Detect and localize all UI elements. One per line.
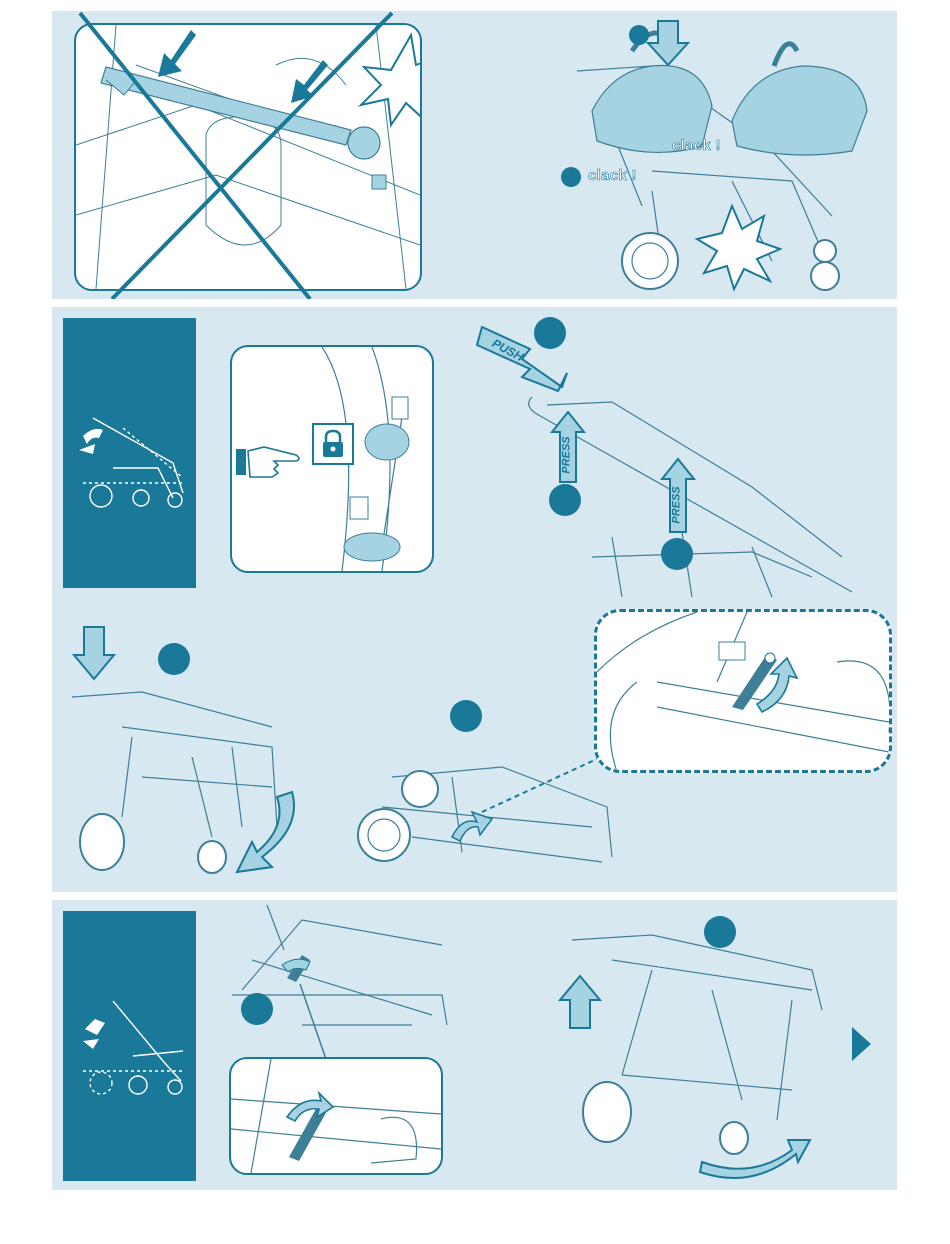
lock-detail-inset (230, 345, 434, 573)
pointing-hand-icon (234, 441, 304, 483)
panel-folding: PUSH PRESS PRESS (52, 307, 897, 892)
unfold-section-tab (63, 911, 196, 1181)
step-5-marker (450, 700, 482, 732)
press-label-2: PRESS (671, 486, 683, 523)
push-label: PUSH (490, 336, 526, 364)
step-4-marker (158, 643, 190, 675)
step-2-marker (549, 484, 581, 516)
lever-detail-illustration (597, 612, 889, 770)
lock-icon (312, 423, 354, 465)
lever-detail-inset (594, 609, 892, 773)
step-1-marker (629, 25, 649, 45)
step-2-marker (704, 916, 736, 948)
unfold-lever-detail-illustration (231, 1059, 441, 1173)
step-1-marker (534, 317, 566, 349)
clack-sound-label-left: clack ! (588, 167, 637, 184)
step-1-marker (241, 993, 273, 1025)
crossed-out-mark (52, 11, 452, 299)
unfold-stroller-icon (63, 911, 196, 1181)
fold-stroller-icon (63, 318, 196, 588)
fold-section-tab (63, 318, 196, 588)
next-page-triangle-icon[interactable] (852, 1027, 871, 1061)
press-label-1: PRESS (561, 436, 573, 473)
step-3-marker (661, 538, 693, 570)
step-2-marker (561, 167, 581, 187)
unfold-lever-detail-inset (229, 1057, 443, 1175)
clack-sound-label-right: clack ! (672, 137, 721, 154)
panel-unfolding (52, 900, 897, 1190)
panel-car-seat-attachment: clack ! clack ! (52, 11, 897, 299)
